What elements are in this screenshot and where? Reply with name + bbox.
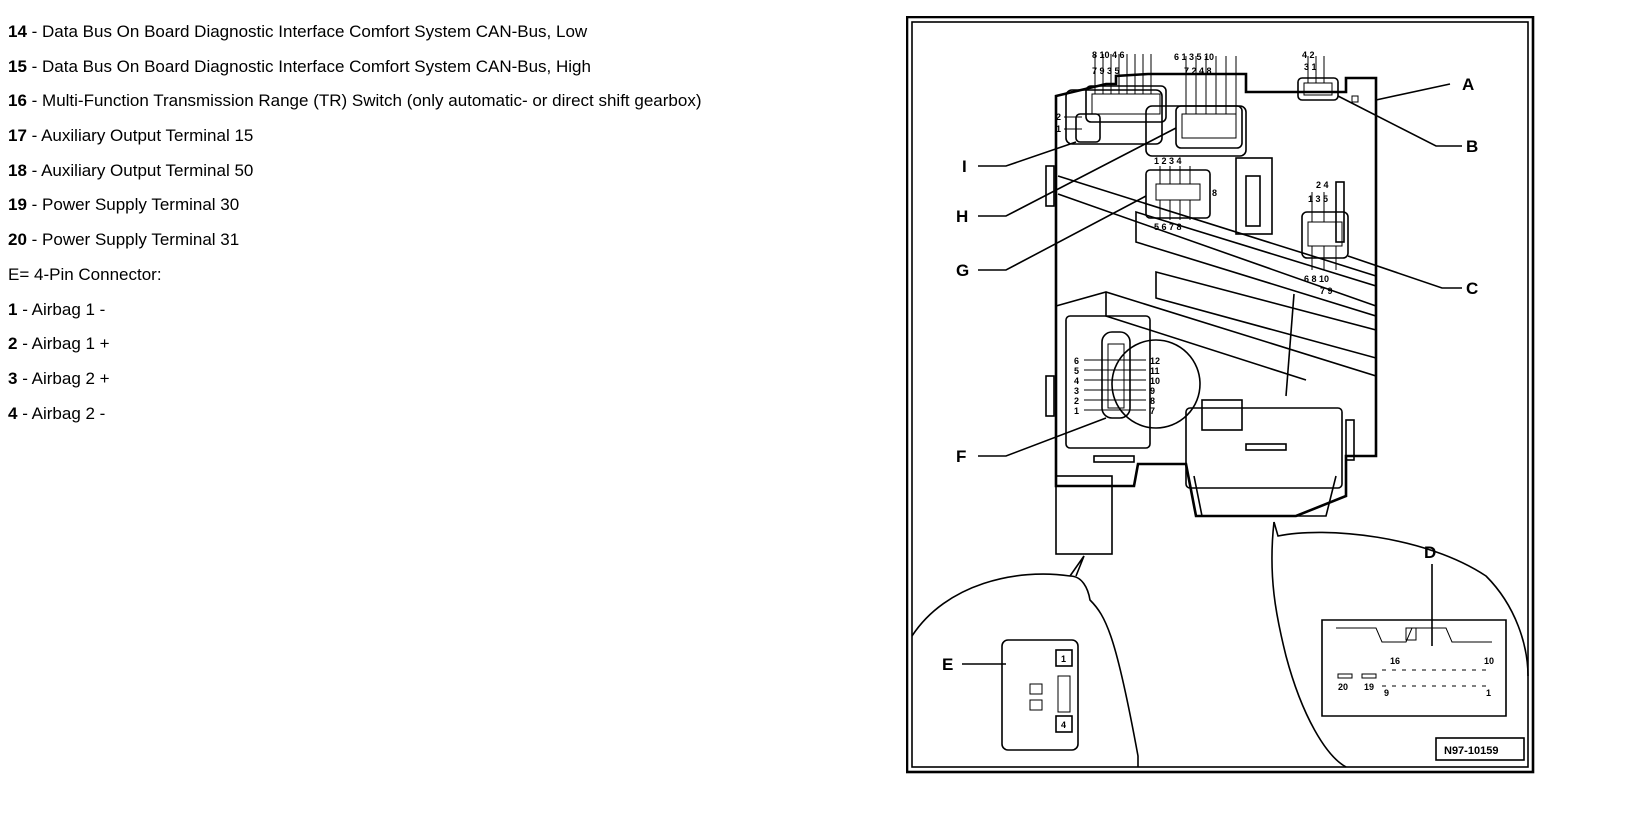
connector-f-pin-7: 7 [1150,406,1155,416]
label-f: F [956,447,966,466]
legend-line: 3 - Airbag 2 + [8,369,888,389]
legend-line: 18 - Auxiliary Output Terminal 50 [8,161,888,181]
figure-inner-frame [911,21,1529,768]
connector-g-pin-side: 8 [1212,188,1217,198]
legend-line: 17 - Auxiliary Output Terminal 15 [8,126,888,146]
connector-f-pin-12: 12 [1150,356,1160,366]
detail-d-pin-16: 16 [1390,656,1400,666]
legend-line: 19 - Power Supply Terminal 30 [8,195,888,215]
label-e: E [942,655,953,674]
connector-f-pin-9: 9 [1150,386,1155,396]
connector-f: 6 5 4 3 2 1 12 11 10 9 8 7 [1074,331,1160,419]
detail-view-e: 1 4 [911,555,1139,767]
detail-d-pin-1: 1 [1486,688,1491,698]
figure-frame [906,16,1535,774]
connector-f-pin-8: 8 [1150,396,1155,406]
legend-text: E= 4-Pin Connector: [8,264,162,284]
legend-text: - Power Supply Terminal 30 [26,195,240,215]
connector-f-pin-1: 1 [1074,406,1079,416]
legend-text: - Data Bus On Board Diagnostic Interface… [26,22,588,41]
legend-text: - Airbag 2 - [17,403,106,423]
legend-text: - Airbag 1 + [17,334,110,354]
label-d: D [1424,543,1436,562]
connector-f-pin-6: 6 [1074,356,1079,366]
connector-h: 6 1 3 5 10 7 2 4 8 [1174,52,1243,149]
legend-line: 15 - Data Bus On Board Diagnostic Interf… [8,57,888,77]
legend-line: 16 - Multi-Function Transmission Range (… [8,91,888,111]
legend-number: 19 [8,195,27,215]
legend-line: 14 - Data Bus On Board Diagnostic Interf… [8,22,888,42]
legend-text: - Auxiliary Output Terminal 50 [26,160,254,180]
connector-f-pin-2: 2 [1074,396,1079,406]
connector-f-pin-11: 11 [1150,366,1160,376]
connector-c-pins-top: 2 4 [1316,180,1329,190]
label-a: A [1462,75,1474,94]
legend-number: 3 [8,368,18,388]
connector-i-pin-1: 1 [1056,124,1061,134]
legend-number: 14 [8,22,27,41]
connector-i: 8 10 4 6 7 9 3 5 2 1 [1056,50,1167,143]
connector-f-pin-10: 10 [1150,376,1160,386]
legend-number: 4 [8,403,18,423]
legend-number: 1 [8,299,18,319]
connector-g: 1 2 3 4 5 6 7 8 8 [1145,156,1217,232]
connector-i-pins-row1: 8 10 4 6 [1092,50,1125,60]
legend-number: 17 [8,126,27,146]
detail-e-pin-4: 4 [1061,720,1066,730]
connector-a-pins-row2: 3 1 [1304,62,1317,72]
connector-a-pins-row1: 4 2 [1302,50,1315,60]
module-housing [1045,72,1378,555]
legend-text: - Airbag 1 - [17,299,106,319]
legend-text: - Data Bus On Board Diagnostic Interface… [26,56,591,76]
legend-text: - Airbag 2 + [17,368,110,388]
connector-c-pins-bottom2: 7 9 [1320,286,1333,296]
label-c: C [1466,279,1478,298]
connector-i-pin-2: 2 [1056,112,1061,122]
connector-h-pins-row1: 6 1 3 5 10 [1174,52,1214,62]
detail-d-pin-9: 9 [1384,688,1389,698]
legend-text: - Auxiliary Output Terminal 15 [26,126,254,146]
connector-c-pins-bottom: 6 8 10 [1304,274,1329,284]
reference-code-box [1435,737,1525,761]
detail-d-pin-20: 20 [1338,682,1348,692]
connector-f-pin-3: 3 [1074,386,1079,396]
detail-e-pin-1: 1 [1061,654,1066,664]
legend-line: 4 - Airbag 2 - [8,404,888,424]
connector-a: 4 2 3 1 [1297,50,1359,103]
detail-d-pin-19: 19 [1364,682,1374,692]
legend-line: 20 - Power Supply Terminal 31 [8,230,888,250]
connector-g-pins-top: 1 2 3 4 [1154,156,1182,166]
reference-code: N97-10159 [1444,745,1498,757]
connector-g-pins-bottom: 5 6 7 8 [1154,222,1182,232]
legend-text: - Multi-Function Transmission Range (TR)… [26,91,702,111]
connector-f-pin-4: 4 [1074,376,1079,386]
legend-line: E= 4-Pin Connector: [8,265,888,285]
legend-text: - Power Supply Terminal 31 [26,230,240,250]
connector-h-pins-row2: 7 2 4 8 [1184,66,1212,76]
legend-line: 1 - Airbag 1 - [8,300,888,320]
control-module-connector-diagram: 8 10 4 6 7 9 3 5 2 1 6 1 3 5 10 7 2 4 8 … [906,16,1535,774]
connector-f-pin-5: 5 [1074,366,1079,376]
legend-number: 18 [8,160,27,180]
legend-number: 20 [8,230,27,250]
detail-d-pin-10: 10 [1484,656,1494,666]
connector-i-pins-row2: 7 9 3 5 [1092,66,1120,76]
label-i: I [962,157,967,176]
label-g: G [956,261,969,280]
leader-lines [962,83,1462,665]
legend-number: 15 [8,56,27,76]
legend-number: 2 [8,334,18,354]
connector-c: 2 4 1 3 5 6 8 10 7 9 [1301,180,1349,296]
detail-view-d: 16 10 20 19 9 1 [1271,521,1529,768]
connector-c-pins-row2: 1 3 5 [1308,194,1328,204]
pin-legend: 14 - Data Bus On Board Diagnostic Interf… [8,22,888,438]
label-h: H [956,207,968,226]
legend-line: 2 - Airbag 1 + [8,334,888,354]
legend-number: 16 [8,91,27,111]
label-b: B [1466,137,1478,156]
